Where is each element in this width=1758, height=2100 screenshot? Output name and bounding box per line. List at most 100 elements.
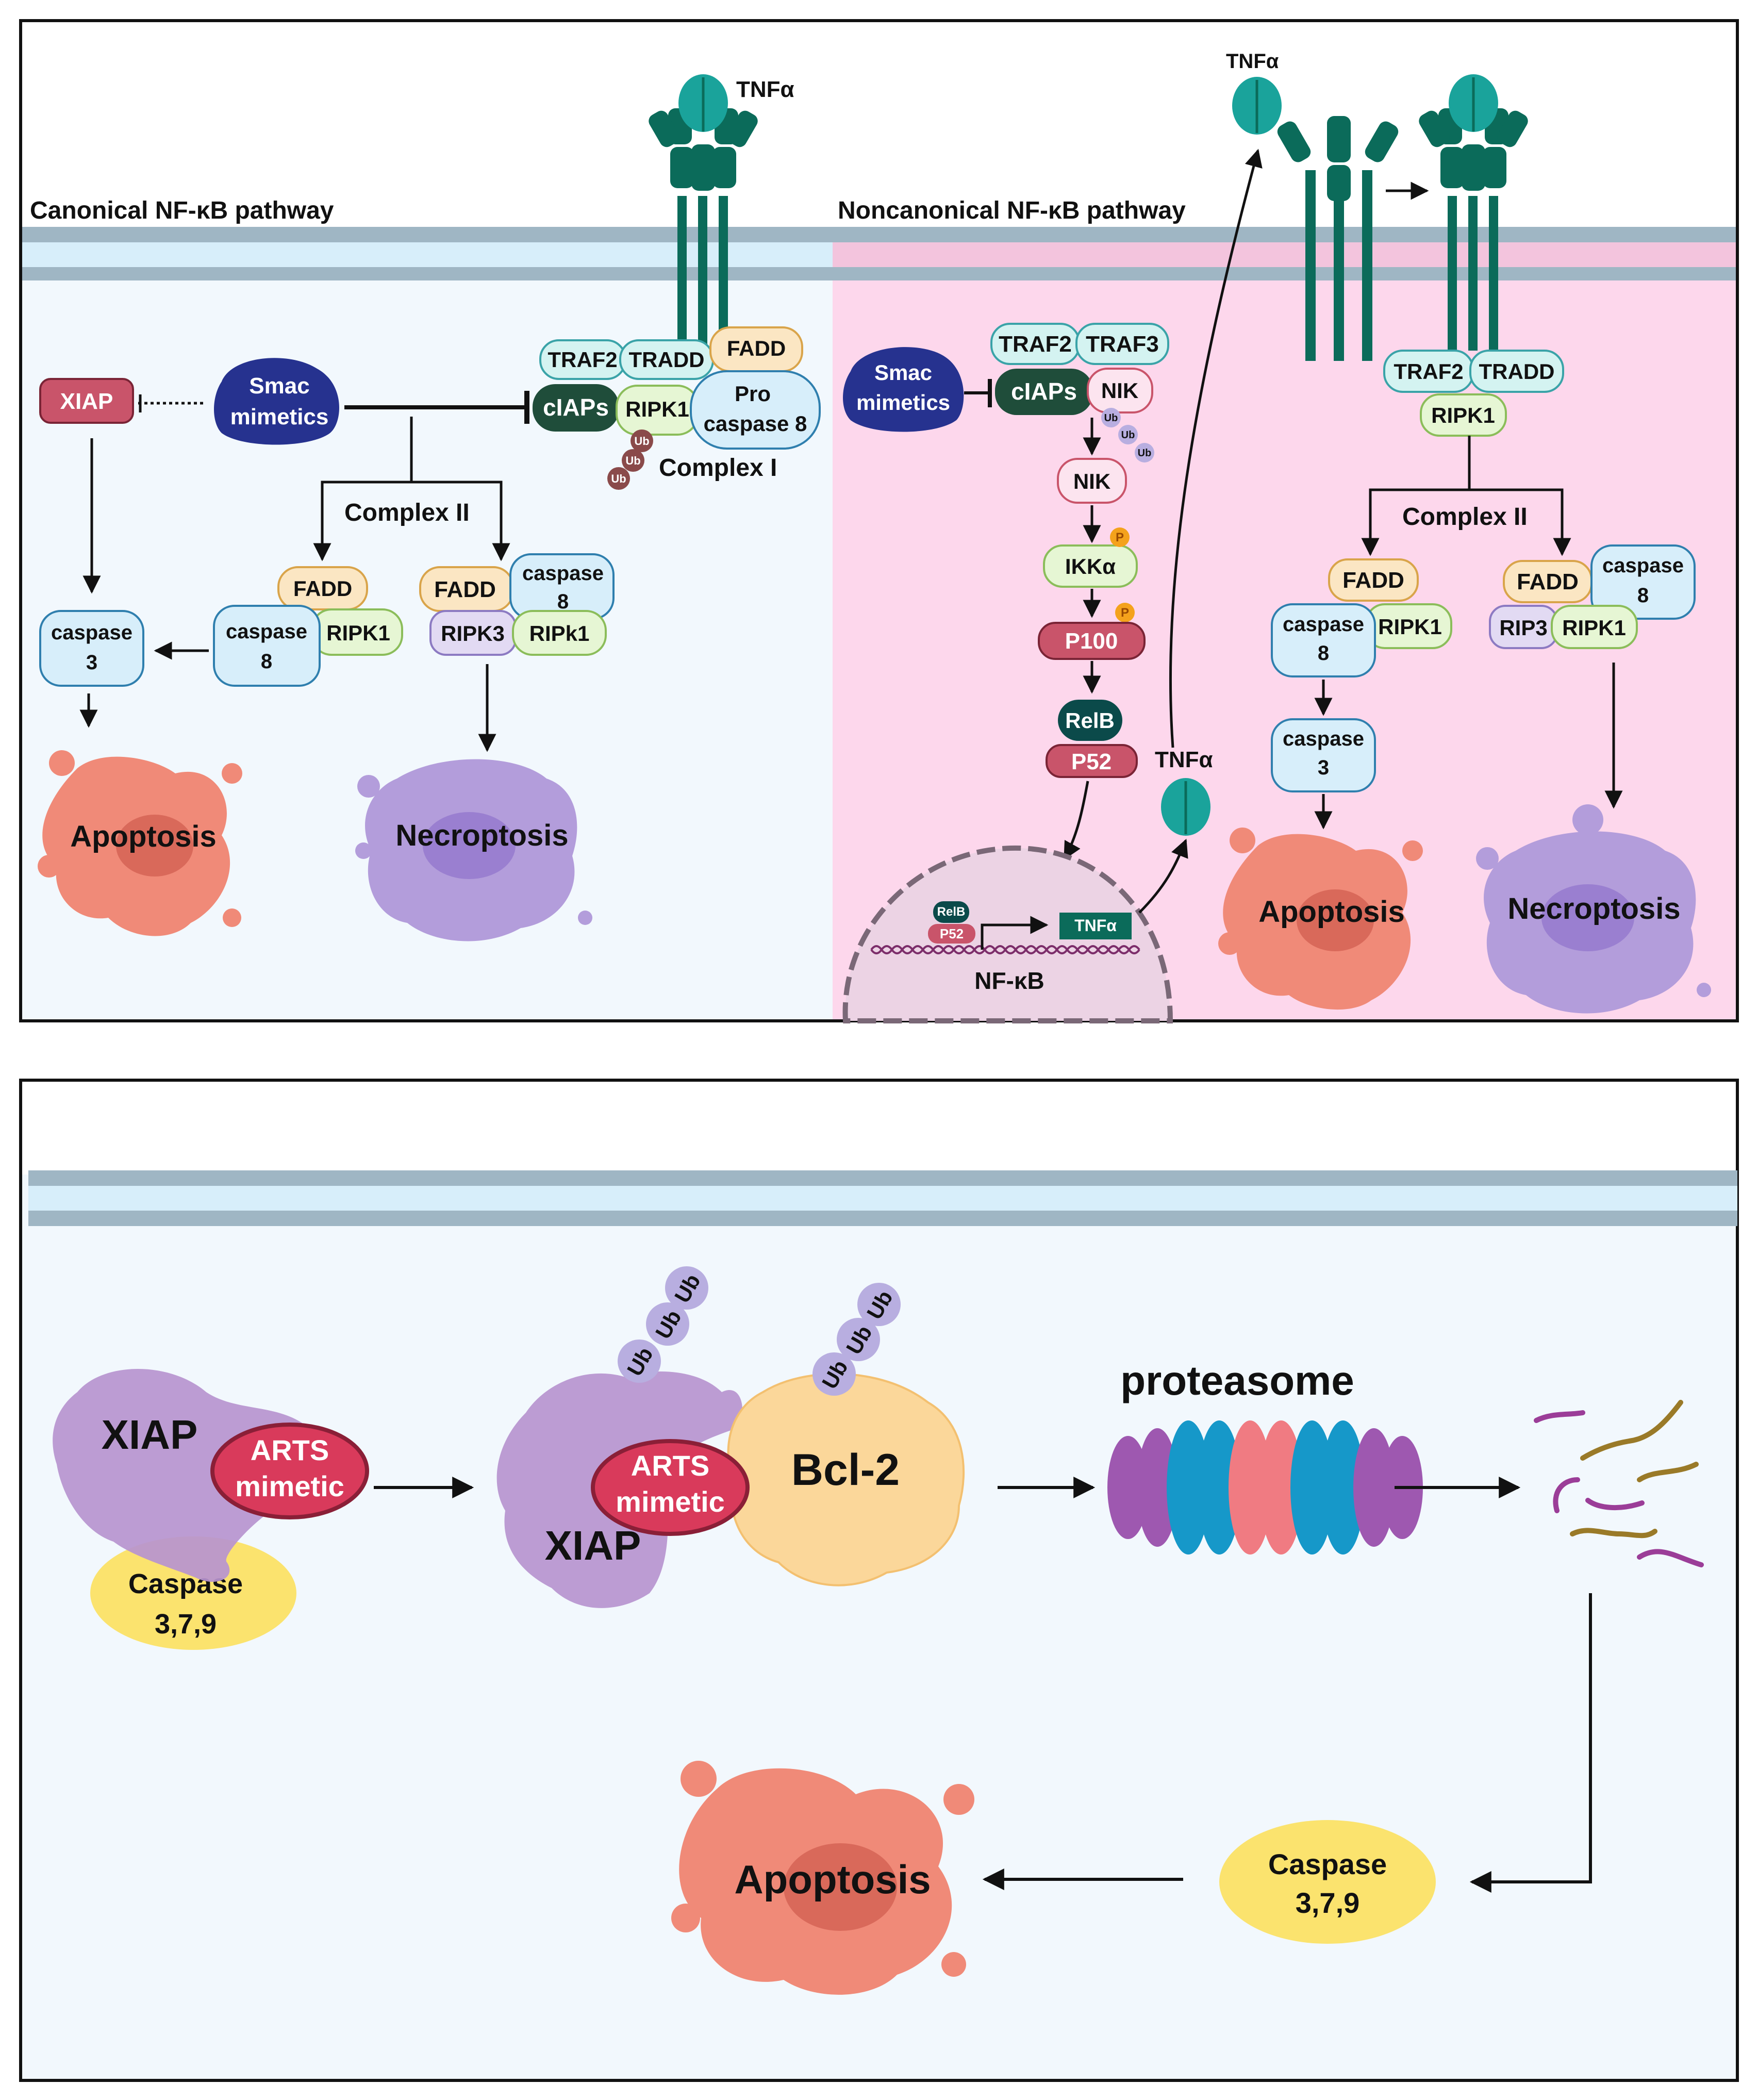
apoptosis-cell-bottom [671,1761,974,1995]
nik-label-complex: NIK [1101,378,1138,403]
caspase-num-canonical-3: 3 [86,651,97,674]
complex-ii-label-noncanonical: Complex II [1402,503,1528,531]
smac-nc-line1: Smac [874,360,932,385]
apoptosis-label-noncanonical: Apoptosis [1258,895,1405,929]
tnfa-secreted [1161,778,1210,836]
caspase-num-c2-right: 8 [557,590,569,613]
traf3-label: TRAF3 [1086,332,1159,357]
smac-label-line1: Smac [249,373,309,399]
ciaps-label-canonical: cIAPs [543,394,609,421]
complex-i: TRAF2 TRADD FADD cIAPs RIPK1 Pro caspase… [533,326,821,490]
arts-label-left-2: mimetic [235,1470,344,1502]
caspase-blob-right [1219,1820,1436,1944]
tnfa-free-top [1232,77,1282,135]
ub-chain-nik: Ub Ub Ub [1101,408,1154,462]
xiap-tag [39,378,134,424]
fadd-label-complex-i: FADD [727,336,786,360]
ripk1-label-complex-i: RIPK1 [625,397,689,421]
tradd-label-canonical: TRADD [629,348,705,372]
traf2-label-nc-right: TRAF2 [1394,359,1463,384]
p52-label-nucleus: P52 [940,926,964,941]
smac-mimetics-noncanonical [843,347,964,432]
tnf-receptor-unbound [1277,116,1399,361]
fadd-label-c2-left: FADD [293,576,352,601]
ikka-label: IKKα [1065,554,1116,578]
nucleus: RelB P52 TNFα NF-κB [842,845,1173,1023]
ub-tag: Ub [625,454,640,467]
complex-i-label: Complex I [659,454,777,482]
ripk1-label-nc-right: RIPK1 [1562,616,1626,640]
apoptosis-cell-canonical [38,750,242,936]
ciaps-label-noncanonical: cIAPs [1011,378,1077,405]
tnfa-label-secreted: TNFα [1155,747,1213,772]
ub-tag: Ub [1121,429,1135,441]
fadd-label-nc-right: FADD [1517,569,1579,594]
caspase-num-nc-3: 3 [1318,756,1329,779]
apoptosis-cell-noncanonical [1218,828,1423,1010]
smac-nc-line2: mimetics [856,390,950,415]
canonical-title: Canonical NF-κB pathway [30,197,334,224]
apoptosis-label-canonical: Apoptosis [70,820,217,853]
ub-chain-xiap: Ub Ub Ub [618,1266,708,1383]
xiap-blob-left [53,1369,318,1582]
ub-tag: Ub [634,435,649,448]
tnf-receptor-noncanonical [1419,74,1528,351]
nik-label: NIK [1073,469,1110,493]
ub-tag: Ub [1138,448,1152,459]
caspase-num-nc-left: 8 [1318,642,1329,665]
procaspase8-label: caspase 8 [704,411,807,436]
bottom-panel: Caspase 3,7,9 XIAP ARTS mimetic Bcl-2 AR… [19,1079,1739,2082]
xiap-label-left: XIAP [102,1412,198,1458]
smac-label-line2: mimetics [230,404,329,429]
tnfa-gene-label: TNFα [1074,916,1117,935]
tnfa-label-noncanonical-top: TNFα [1226,50,1279,73]
ripk1-alt-label: RIPk1 [529,621,590,646]
pro-label: Pro [735,382,771,406]
peptide-fragments [1534,1400,1704,1567]
caspase-label-c2-left: caspase [226,620,307,643]
fadd-label-nc-left: FADD [1342,568,1404,593]
tradd-label-nc: TRADD [1479,359,1555,384]
ub-tag: Ub [1104,412,1118,424]
ripk3-label-canonical: RIPK3 [441,621,505,646]
xiap-label-center: XIAP [545,1523,641,1568]
traf2-label-canonical: TRAF2 [548,348,617,372]
caspase-label-right-1: Caspase [1268,1848,1387,1880]
caspase-label-left-2: 3,7,9 [155,1609,217,1640]
fadd-label-c2-right: FADD [434,577,496,602]
caspase-num-nc-right: 8 [1637,584,1649,607]
caspase-label-nc-left: caspase [1283,613,1364,636]
tnf-receptor-canonical [649,74,758,351]
ripk1-label-nc-left: RIPK1 [1378,615,1442,639]
apoptosis-label-bottom: Apoptosis [734,1857,931,1902]
caspase-label-nc-3: caspase [1283,727,1364,750]
ub-chain-bcl2: Ub Ub Ub [812,1283,901,1396]
caspase-label-right-2: 3,7,9 [1296,1887,1360,1919]
xiap-label-canonical: XIAP [60,389,113,414]
caspase-blob-left [90,1536,296,1650]
cell-membrane [21,227,1737,280]
caspase-num-c2-left: 8 [261,650,272,673]
tnfa-label-canonical: TNFα [736,77,794,102]
phospho-tag: P [1116,531,1124,544]
caspase-label-canonical-3: caspase [51,621,132,644]
arts-label-left-1: ARTS [251,1434,329,1466]
ripk1-label-c2-left: RIPK1 [326,621,390,645]
necroptosis-label-canonical: Necroptosis [395,819,568,852]
ripk1-label-nc-top: RIPK1 [1431,403,1495,427]
proteasome-label: proteasome [1120,1358,1354,1403]
relb-label-nucleus: RelB [937,905,966,919]
arts-label-center-1: ARTS [631,1449,709,1482]
necroptosis-cell-canonical [355,759,592,941]
proteasome [1107,1420,1423,1555]
complex-ii-label-canonical: Complex II [344,499,470,526]
necroptosis-label-noncanonical: Necroptosis [1507,892,1680,925]
noncanonical-title: Noncanonical NF-κB pathway [838,197,1186,224]
caspase-label-c2-right: caspase [522,562,604,585]
bcl2-label: Bcl-2 [791,1445,900,1495]
caspase-label-nc-right: caspase [1602,554,1684,577]
nfkb-label: NF-κB [974,967,1044,994]
phospho-tag: P [1121,606,1129,620]
